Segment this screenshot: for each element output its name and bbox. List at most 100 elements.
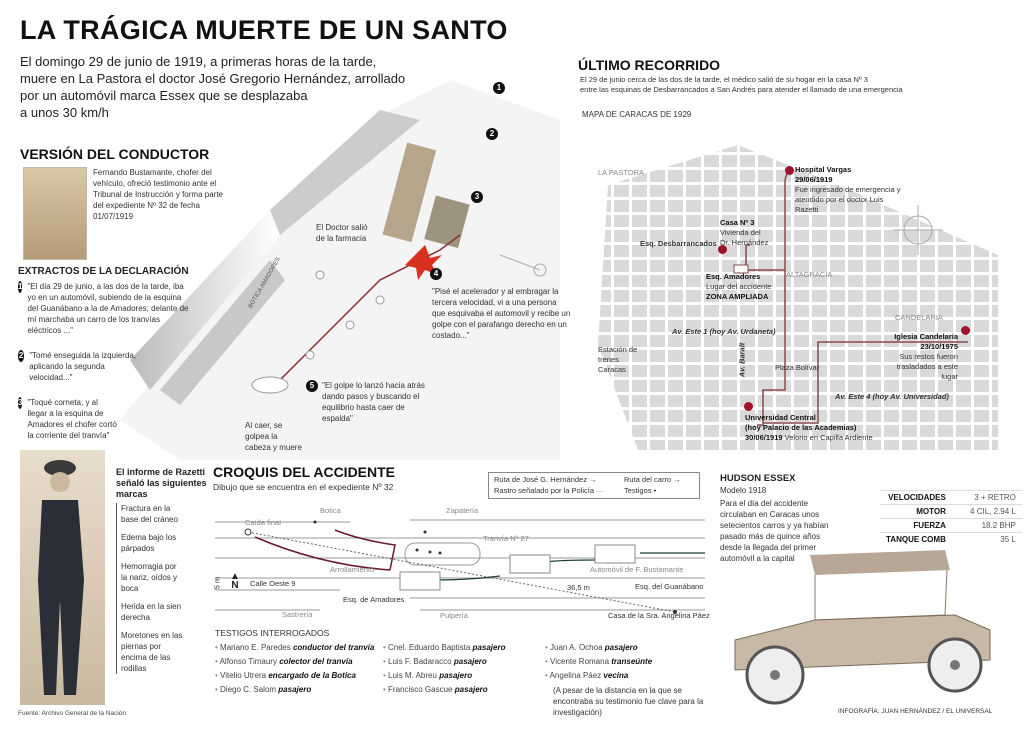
extracto-text: "Tomé enseguida la izquierda, aplicando …: [29, 351, 137, 382]
extractos-list: 1"El día 29 de junio, a las dos de la ta…: [18, 281, 193, 441]
legend-ruta-carro: Ruta del carro →: [624, 475, 681, 484]
witness: Mariano E. Paredes conductor del tranvía: [215, 641, 374, 655]
label: Esq. Amadores: [706, 272, 761, 281]
marker-3: 3: [471, 191, 483, 203]
testigos-heading: TESTIGOS INTERROGADOS: [215, 628, 330, 638]
av-este1-label: Av. Este 1 (hoy Av. Urdaneta): [672, 327, 776, 336]
label: 30/06/1919: [745, 433, 783, 442]
quote-5: "El golpe lo lanzó hacia atrás dando pas…: [322, 381, 425, 423]
intro-text: El domingo 29 de junio de 1919, a primer…: [20, 53, 405, 121]
map-district: ALTAGRACIA: [786, 270, 833, 279]
testigos-col-1: Mariano E. Paredes conductor del tranvía…: [215, 641, 375, 697]
label: Rastro señalado por la Policía: [494, 486, 595, 495]
croquis-botica: Botica: [320, 506, 341, 515]
page-title: LA TRÁGICA MUERTE DE UN SANTO: [20, 15, 508, 45]
testigos-col-2: Cnel. Eduardo Baptista pasajero Luis F. …: [383, 641, 505, 697]
witness-role: colector del tranvía: [279, 657, 353, 666]
razetti-item: Fractura en la base del cráneo: [121, 504, 178, 524]
doctor-label: El Doctor salió de la farmacia: [316, 223, 368, 243]
razetti-item: Edema bajo los párpados: [121, 533, 177, 553]
estacion-label: Estación de trenes Caracas: [598, 345, 638, 374]
witness: Alfonso Timaury colector del tranvía: [215, 655, 374, 669]
essex-heading: HUDSON ESSEX: [720, 473, 796, 484]
witness-name: Juan A. Ochoa: [550, 643, 603, 652]
label: Testigos: [624, 486, 652, 495]
caracas-map: [598, 145, 998, 450]
av-baralt-label: Av. Baralt: [737, 342, 747, 378]
witness: Luis M. Abreu pasajero: [383, 669, 505, 683]
spec-value: 4 CIL, 2.94 L: [951, 504, 1022, 519]
croquis-amadores: Esq. de Amadores: [343, 595, 405, 604]
croquis-caida: Caída final: [245, 518, 281, 527]
legend-ruta-jgh: Ruta de José G. Hernández →: [494, 475, 597, 484]
label: Ruta del carro: [624, 475, 672, 484]
witness: Francisco Gascue pasajero: [383, 683, 505, 697]
croquis-legend: Ruta de José G. Hernández → Ruta del car…: [488, 472, 700, 499]
ucv-marker: [744, 402, 753, 411]
witness-name: Francisco Gascue: [388, 685, 453, 694]
witness-role: pasajero: [453, 657, 487, 666]
north-label: N: [231, 580, 239, 591]
extracto-text: "El día 29 de junio, a las dos de la tar…: [27, 282, 189, 335]
essex-car-illustration: [734, 550, 991, 705]
recorrido-line: El 29 de junio cerca de las dos de la ta…: [580, 75, 868, 84]
spec-key: TANQUE COMB: [880, 532, 952, 546]
croquis-calle: Calle Oeste 9: [250, 579, 296, 588]
recorrido-line: entre las esquinas de Desbarrancados a S…: [580, 85, 903, 94]
spec-value: 3 + RETRO: [951, 490, 1022, 505]
label: Iglesia Candelaria: [894, 332, 958, 341]
razetti-heading: El informe de Razetti señaló las siguien…: [116, 467, 207, 499]
hernandez-photo: [20, 450, 105, 705]
testigos-note: (A pesar de la distancia en la que se en…: [553, 686, 704, 717]
map-district: LA PASTORA: [598, 168, 644, 177]
spec-key: VELOCIDADES: [880, 490, 952, 505]
witness: Vicente Romana transeúnte: [545, 655, 705, 669]
witness-role: pasajero: [278, 685, 312, 694]
label: Casa Nº 3: [720, 218, 755, 227]
croquis-pulperia: Pulpería: [440, 611, 468, 620]
hernandez-figure: [38, 460, 84, 695]
marker-2: 2: [486, 128, 498, 140]
map-title: MAPA DE CARACAS DE 1929: [582, 110, 692, 119]
casa-marker: [718, 245, 727, 254]
croquis-heading: CROQUIS DEL ACCIDENTE: [213, 464, 396, 480]
croquis-zapateria: Zapatería: [446, 506, 479, 515]
testigos-col-3: Juan A. Ochoa pasajero Vicente Romana tr…: [545, 641, 705, 683]
compass-icon: [893, 205, 943, 255]
witness: Cnel. Eduardo Baptista pasajero: [383, 641, 505, 655]
recorrido-heading: ÚLTIMO RECORRIDO: [578, 57, 721, 73]
extracto-item: 1"El día 29 de junio, a las dos de la ta…: [18, 281, 193, 336]
marker-4: 4: [430, 268, 442, 280]
intro-line: muere en La Pastora el doctor José Grego…: [20, 71, 406, 86]
label: Hospital Vargas: [795, 165, 852, 174]
label: Ruta de José G. Hernández: [494, 475, 587, 484]
label: ZONA AMPLIADA: [706, 292, 769, 301]
witness-name: Angelina Páez: [549, 671, 602, 680]
razetti-item: Hemorragia por la nariz, oídos y boca: [121, 562, 178, 593]
extracto-item: 2 "Tomé enseguida la izquierda, aplicando…: [18, 350, 148, 383]
label: Vivienda del Dr. Hernández: [720, 228, 769, 247]
witness-role: encargado de la Botica: [268, 671, 356, 680]
quote-4: "Pisé el acelerador y al embragar la ter…: [432, 287, 571, 340]
croquis-subtitle: Dibujo que se encuentra en el expediente…: [213, 482, 394, 492]
hospital-marker: [785, 166, 794, 175]
plaza-label: Plaza Bolívar: [775, 363, 820, 372]
croquis-auto: Automóvil de F. Bustamante: [590, 565, 684, 574]
witness-name: Cnel. Eduardo Baptista: [388, 643, 471, 652]
witness: Vitelio Utrera encargado de la Botica: [215, 669, 374, 683]
intro-line: El domingo 29 de junio de 1919, a primer…: [20, 54, 377, 69]
marker-5: 5: [306, 380, 318, 392]
number-badge: 2: [18, 350, 25, 362]
croquis-scale: 5 m: [212, 576, 222, 590]
label: Fue ingresado de emergencia y atendido p…: [795, 185, 901, 214]
ucv-label: Universidad Central(hoy Palacio de las A…: [745, 413, 945, 443]
label: 23/10/1975: [920, 342, 958, 351]
essex-model: Modelo 1918: [720, 486, 767, 495]
razetti-list: Fractura en la base del cráneo Edema baj…: [116, 503, 184, 674]
label: Universidad Central: [745, 413, 816, 422]
witness-name: Diego C. Salom: [220, 685, 277, 694]
